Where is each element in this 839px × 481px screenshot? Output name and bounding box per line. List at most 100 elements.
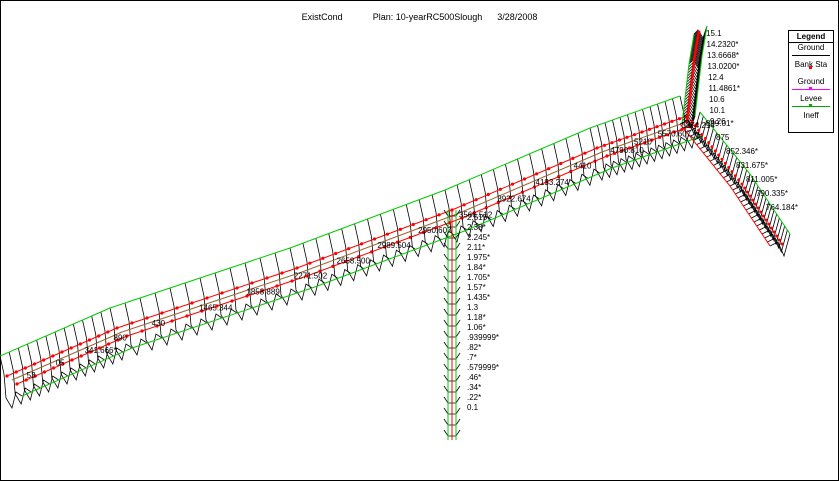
cross-section-line: [480, 174, 504, 228]
cross-section-line: [505, 164, 528, 218]
station-label: .939999*: [467, 333, 499, 342]
station-label: 1.84*: [467, 263, 486, 272]
station-label: 875: [716, 133, 730, 142]
cross-section-line: [289, 247, 313, 302]
cross-section-line: [63, 327, 87, 382]
legend-label: Ineff: [803, 111, 819, 120]
cross-section-line: [726, 169, 748, 194]
cross-section-line: [664, 101, 688, 155]
cross-section-line: [706, 144, 728, 169]
bank-station-marker: [761, 214, 765, 218]
bank-station-marker: [693, 124, 697, 128]
cross-section-line: [732, 177, 754, 202]
cross-section-line: [199, 277, 223, 332]
bank-station-marker: [690, 75, 694, 79]
legend-entry: Ground: [789, 43, 833, 60]
cross-section-line: [517, 158, 540, 213]
cross-section-line: [553, 143, 576, 197]
station-label: 341.666*: [85, 346, 117, 355]
cross-section-line: [597, 125, 620, 179]
cross-section-line: [367, 218, 390, 273]
bank-station-marker: [688, 93, 692, 97]
legend-entry: Ineff: [789, 111, 833, 123]
bank-station-marker: [686, 111, 690, 115]
station-label: 11.4861*: [709, 84, 740, 93]
bank-line-right-branch: [679, 123, 771, 247]
station-label: 1.705*: [467, 273, 490, 282]
cross-section-line: [657, 103, 680, 158]
bank-station-marker: [691, 69, 695, 73]
cross-section-line: [456, 184, 480, 238]
cross-section-line: [259, 257, 283, 312]
station-label: 790.335*: [756, 189, 788, 198]
cross-section-line: [541, 148, 564, 202]
title-plan: Plan: 10-yearRC500Slough: [372, 12, 483, 22]
cross-section-line: [380, 214, 403, 268]
cross-section-line: [753, 209, 775, 234]
bank-station-marker: [723, 161, 727, 165]
cross-section-line: [686, 70, 701, 84]
legend-title: Legend: [789, 31, 833, 43]
station-label: 13.6668*: [707, 51, 739, 60]
cross-section-line: [745, 197, 767, 222]
bank-station-marker: [780, 242, 784, 246]
cross-section-line: [686, 76, 700, 90]
cross-section-line: [72, 323, 96, 378]
cross-section-line: [740, 189, 762, 214]
cross-section-line: [743, 193, 764, 218]
station-label: 890: [114, 333, 128, 342]
cross-section-line: [109, 307, 133, 362]
cross-section-line: [634, 111, 658, 166]
cross-section-line: [565, 138, 589, 192]
cross-section-line: [687, 64, 702, 78]
cross-section-line: [767, 229, 788, 254]
cross-section-line: [169, 287, 193, 342]
cross-section-line: [713, 153, 734, 177]
bank-station-marker: [687, 105, 691, 109]
cross-section-line: [91, 315, 114, 370]
station-label: .22*: [467, 393, 481, 402]
bank-station-marker: [751, 198, 755, 202]
bank-station-marker: [737, 178, 741, 182]
legend-box: Legend Ground Bank Sta Ground Levee Inef…: [788, 30, 834, 133]
cross-section-line: [444, 189, 468, 244]
cross-section-line: [769, 233, 791, 258]
bank-station-marker: [691, 72, 695, 76]
station-label: 2658.500: [337, 256, 371, 265]
cross-section-line: [683, 116, 704, 140]
cross-section-line: [315, 238, 339, 292]
bank-station-marker: [689, 84, 693, 88]
bank-station-marker: [720, 157, 724, 161]
cross-section-line: [688, 58, 703, 72]
cross-section-line: [244, 262, 268, 317]
bank-station-marker: [743, 186, 747, 190]
cross-section-line: [682, 106, 697, 120]
title-project: ExistCond: [301, 12, 343, 22]
station-label: 2271.502: [294, 272, 328, 281]
station-label: 4133.274: [536, 178, 570, 187]
levee-line-right-branch: [699, 111, 791, 235]
bank-station-marker: [717, 153, 721, 157]
cross-section-line: [36, 339, 59, 394]
cross-section-line: [686, 73, 701, 87]
cross-section-line: [716, 157, 738, 181]
bank-station-marker: [691, 66, 695, 70]
station-label: 899.01*: [706, 119, 734, 128]
cross-section-line: [761, 221, 783, 246]
cross-section-line: [468, 179, 492, 233]
cross-section-line: [139, 297, 163, 352]
cross-section-line: [124, 302, 148, 357]
cross-section-line: [214, 272, 238, 327]
bank-station-marker: [730, 170, 734, 174]
station-label: 1858.889: [246, 288, 280, 297]
legend-line-icon: [789, 52, 833, 58]
cross-section-line: [679, 111, 701, 136]
cross-section-line: [184, 282, 208, 337]
bank-station-marker: [756, 206, 760, 210]
legend-entry: Levee: [789, 94, 833, 111]
station-label: 13.0200*: [708, 62, 740, 71]
cross-section-line: [418, 199, 442, 253]
cross-section-line: [54, 331, 78, 386]
station-label: 5210: [634, 138, 652, 147]
